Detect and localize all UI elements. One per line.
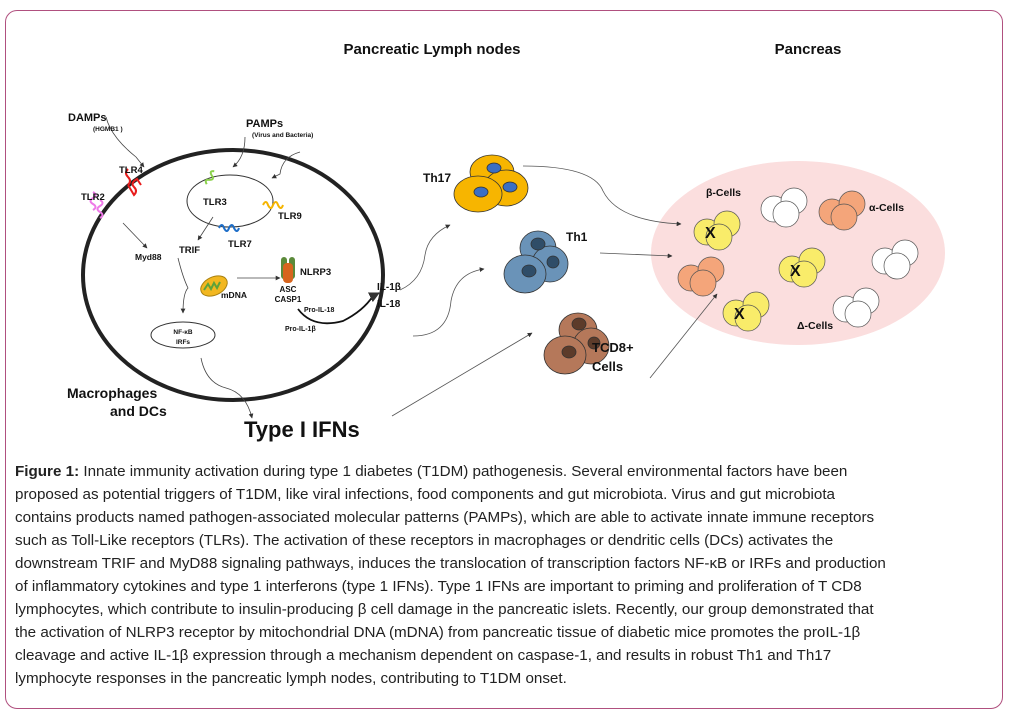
label-type1-ifns: Type I IFNs: [244, 417, 360, 442]
mitochondria-icon: [200, 275, 228, 297]
caption-line: Figure 1: Innate immunity activation dur…: [15, 460, 886, 483]
nucleus: [150, 321, 216, 349]
arrow-type1-ifns: [200, 357, 254, 419]
delta-cell: [772, 200, 800, 228]
beta-cell: [734, 304, 762, 332]
caption-label: Figure 1:: [15, 463, 80, 480]
tlr7-receptor-icon: [218, 224, 240, 232]
arrow-trif: [197, 216, 214, 241]
arrow-th17-to-pancreas: [522, 165, 682, 227]
arrow-tcd8-to-pancreas: [649, 293, 718, 379]
caption-line: lymphocytes, which contribute to insulin…: [15, 601, 874, 618]
label-asc: ASC: [280, 285, 297, 294]
tlr3-receptor-icon: [204, 170, 215, 185]
label-il1b: IL-1β: [377, 282, 401, 293]
beta-cell-damage-mark: X: [705, 225, 716, 242]
alpha-cell-cluster: [677, 256, 725, 297]
beta-cell: [705, 223, 733, 251]
label-cells: Cells: [592, 359, 623, 374]
label-pro-il1b: Pro-IL-1β: [285, 326, 316, 333]
alpha-cell-cluster: [818, 190, 866, 231]
label-and-dcs: and DCs: [110, 403, 167, 419]
label-tlr7: TLR7: [228, 239, 252, 250]
beta-cell-cluster: [778, 247, 826, 288]
label-tlr2: TLR2: [81, 192, 105, 203]
tlr4-receptor-icon: [125, 168, 142, 197]
beta-cell-damage-mark: X: [790, 263, 801, 280]
nlrp3-inflammasome-icon: [281, 257, 295, 283]
label-nlrp3: NLRP3: [300, 267, 331, 278]
label-pro-il18: Pro-IL-18: [304, 307, 334, 314]
alpha-cell: [830, 203, 858, 231]
label-tlr9: TLR9: [278, 211, 302, 222]
label-il18: IL-18: [377, 299, 401, 310]
delta-cell-cluster: [832, 287, 880, 328]
caption-line: of inflammatory cytokines and type 1 int…: [15, 578, 862, 595]
caption-line: the activation of NLRP3 receptor by mito…: [15, 624, 861, 641]
figure-frame: [5, 10, 1003, 709]
arrow-pamps-endosome: [271, 151, 301, 179]
arrow-nfkb: [177, 257, 189, 314]
label-beta-cells: β-Cells: [706, 187, 741, 199]
label-macrophages: Macrophages: [67, 385, 157, 401]
arrow-myd88: [122, 222, 148, 249]
figure-caption: Figure 1: Innate immunity activation dur…: [15, 460, 886, 690]
caption-text: Innate immunity activation during type 1…: [79, 463, 848, 480]
label-hgmb1: (HGMB1 ): [93, 126, 123, 133]
label-tlr4: TLR4: [119, 165, 143, 176]
label-trif: TRIF: [179, 245, 200, 256]
delta-cell: [883, 252, 911, 280]
caption-line: cleavage and active IL-1β expression thr…: [15, 647, 832, 664]
arrow-to-th17: [399, 224, 451, 291]
caption-line: proposed as potential triggers of T1DM, …: [15, 486, 835, 503]
label-delta-cells: Δ-Cells: [797, 320, 833, 332]
beta-cell-damage-mark: X: [734, 306, 745, 323]
figure-diagram: Pancreatic Lymph nodes Pancreas DAMPs (H…: [67, 41, 945, 442]
beta-cell-cluster: [693, 210, 741, 251]
caption-line: contains products named pathogen-associa…: [15, 509, 875, 526]
label-alpha-cells: α-Cells: [869, 202, 904, 214]
delta-cell: [844, 300, 872, 328]
label-myd88: Myd88: [135, 252, 162, 262]
arrow-to-tcd8: [391, 332, 533, 417]
arrow-to-th1: [412, 267, 485, 337]
label-nfkb: NF-κB: [173, 329, 192, 336]
caption-line: such as Toll-Like receptors (TLRs). The …: [15, 532, 834, 549]
label-th17: Th17: [423, 171, 451, 185]
heading-lymph-nodes: Pancreatic Lymph nodes: [344, 41, 521, 58]
delta-cell-cluster: [760, 187, 808, 228]
caption-line: lymphocyte responses in the pancreatic l…: [15, 670, 567, 687]
alpha-cell: [689, 269, 717, 297]
tlr2-receptor-icon: [89, 191, 104, 219]
th1-cells-icon: [503, 230, 569, 294]
macrophage-cell: [81, 148, 385, 402]
label-tlr3: TLR3: [203, 197, 227, 208]
arrow-pro-il: [297, 292, 380, 325]
caption-line: downstream TRIF and MyD88 signaling path…: [15, 555, 886, 572]
label-mdna: mDNA: [221, 290, 247, 300]
label-casp1: CASP1: [275, 295, 302, 304]
label-virus-bacteria: (Virus and Bacteria): [252, 132, 313, 139]
beta-cell-cluster: [722, 291, 770, 332]
label-irfs: IRFs: [176, 339, 190, 346]
th17-cells-icon: [453, 154, 529, 213]
beta-cell: [790, 260, 818, 288]
arrow-pamps: [232, 136, 246, 168]
arrow-damps: [105, 116, 145, 168]
label-damps: DAMPs: [68, 112, 107, 124]
tlr9-receptor-icon: [262, 201, 284, 209]
arrow-th1-to-pancreas: [599, 252, 673, 259]
label-th1: Th1: [566, 230, 588, 244]
label-tcd8: TCD8+: [592, 340, 634, 355]
heading-pancreas: Pancreas: [775, 41, 842, 58]
label-pamps: PAMPs: [246, 118, 283, 130]
delta-cell-cluster: [871, 239, 919, 280]
tcd8-cells-icon: [543, 312, 610, 375]
